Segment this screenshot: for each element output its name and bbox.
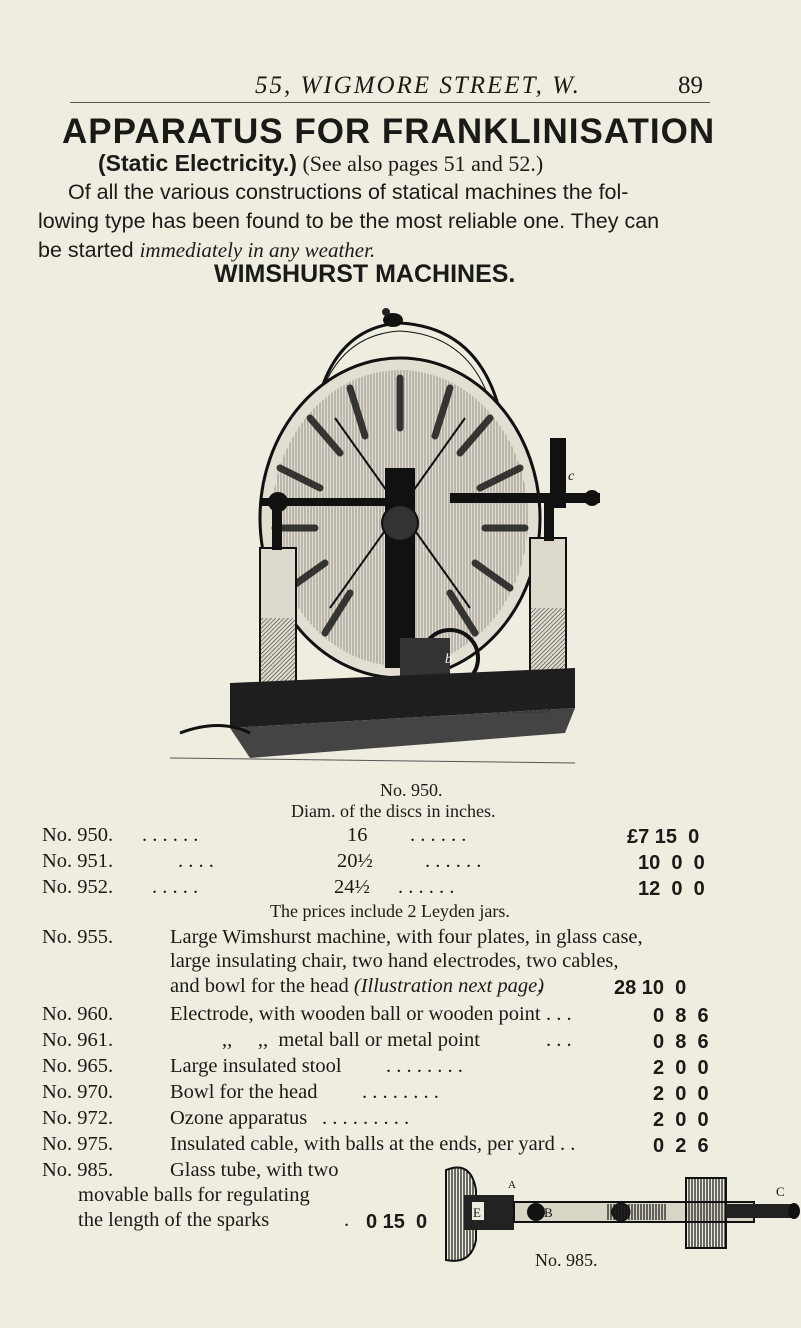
leader-dots: . . . . [178,850,214,872]
item-number: No. 961. [42,1029,114,1051]
figure2-label-a: A [508,1179,516,1191]
leader-dots: . . . . . . [142,824,199,846]
leader-dots: . . . . . . . . [362,1081,439,1103]
item-desc: Insulated cable, with balls at the ends,… [170,1133,555,1155]
subtitle-static-electricity: (Static Electricity.) [98,150,297,176]
running-head: 55, WIGMORE STREET, W. 89 [0,72,801,104]
leader-dots: . . . [546,1029,572,1051]
leader-dots: . . . . . . [410,824,467,846]
wimshurst-machine-illustration: c b [169,308,600,764]
item-price: 0 15 0 [366,1211,428,1233]
item-955-illustration-ref: (Illustration next page) [353,975,545,997]
item-number: No. 952. [42,876,114,898]
item-985-desc-line-2: movable balls for regulating [78,1184,310,1206]
leader-dots: . . [560,1133,576,1155]
figure1-label-b: b [445,652,452,667]
item-number: No. 985. [42,1159,114,1181]
leader-dot: . [344,1209,350,1231]
item-number: No. 965. [42,1055,114,1077]
item-price: 0 2 6 [653,1135,709,1157]
intro-line-3: be started [38,238,140,262]
item-number: No. 950. [42,824,114,846]
item-955-desc-line-2: large insulating chair, two hand electro… [170,950,619,972]
item-price: 2 0 0 [653,1083,709,1105]
leader-dots: . . . . . [152,876,199,898]
item-desc: Ozone apparatus [170,1107,308,1129]
item-number: No. 972. [42,1107,114,1129]
item-price: 12 0 0 [638,878,705,900]
item-price: 2 0 0 [653,1109,709,1131]
figure1-label-c: c [568,469,575,484]
price-row-951: No. 951. [42,850,113,873]
item-number: No. 975. [42,1133,114,1155]
intro-line-3-italic: immediately in any weather. [139,238,376,262]
leader-dot: . [537,975,543,997]
leader-dots: . . . . . . [425,850,482,872]
glass-tube-illustration: E A B C [445,1166,800,1262]
item-number: No. 955. [42,926,114,948]
item-desc: ,, ,, metal ball or metal point [222,1029,480,1051]
item-955-desc-line-1: Large Wimshurst machine, with four plate… [170,926,643,948]
leader-dots: . . . . . . [398,876,455,898]
disc-diameter-header: Diam. of the discs in inches. [291,801,496,821]
figure2-label-b: B [544,1205,553,1220]
disc-size: 20½ [337,850,373,872]
intro-line-2: lowing type has been found to be the mos… [38,209,660,233]
section-heading: WIMSHURST MACHINES. [214,260,516,288]
item-desc: Electrode, with wooden ball or wooden po… [170,1003,541,1025]
subtitle: (Static Electricity.) (See also pages 51… [98,150,543,177]
figure2-caption: No. 985. [535,1250,598,1270]
intro-line-1: Of all the various constructions of stat… [68,180,629,204]
price-row-952: No. 952. [42,876,113,899]
page-title: APPARATUS FOR FRANKLINISATION [62,112,716,151]
figure2-label-e: E [473,1205,481,1220]
intro-paragraph: Of all the various constructions of stat… [38,178,748,265]
leader-dots: . . . . . . . . . [322,1107,410,1129]
leader-dots: . . . . . . . . [386,1055,463,1077]
item-price: £7 15 0 [627,826,700,848]
item-desc: Bowl for the head [170,1081,318,1103]
header-address: 55, WIGMORE STREET, W. [255,72,581,99]
item-price: 0 8 6 [653,1031,709,1053]
item-955-text: and bowl for the head [170,975,349,997]
item-price: 28 10 0 [614,977,687,999]
header-rule [70,102,710,103]
item-number: No. 970. [42,1081,114,1103]
item-985-desc-line-1: Glass tube, with two [170,1159,339,1181]
item-985-desc-line-3: the length of the sparks [78,1209,270,1231]
leader-dots: . . . [546,1003,572,1025]
disc-size: 16 [347,824,368,846]
figure1-caption: No. 950. [380,780,443,800]
item-desc: Large insulated stool [170,1055,342,1077]
price-row-950: No. 950. [42,824,113,847]
item-price: 10 0 0 [638,852,705,874]
figure2-label-c: C [776,1184,785,1199]
item-price: 0 8 6 [653,1005,709,1027]
item-955-desc-line-3: and bowl for the head (Illustration next… [170,975,544,998]
item-price: 2 0 0 [653,1057,709,1079]
leyden-jars-note: The prices include 2 Leyden jars. [270,901,510,921]
item-number: No. 960. [42,1003,114,1025]
disc-size: 24½ [334,876,370,898]
item-number: No. 951. [42,850,114,872]
page-number: 89 [678,72,703,99]
subtitle-page-reference: (See also pages 51 and 52.) [302,151,544,176]
